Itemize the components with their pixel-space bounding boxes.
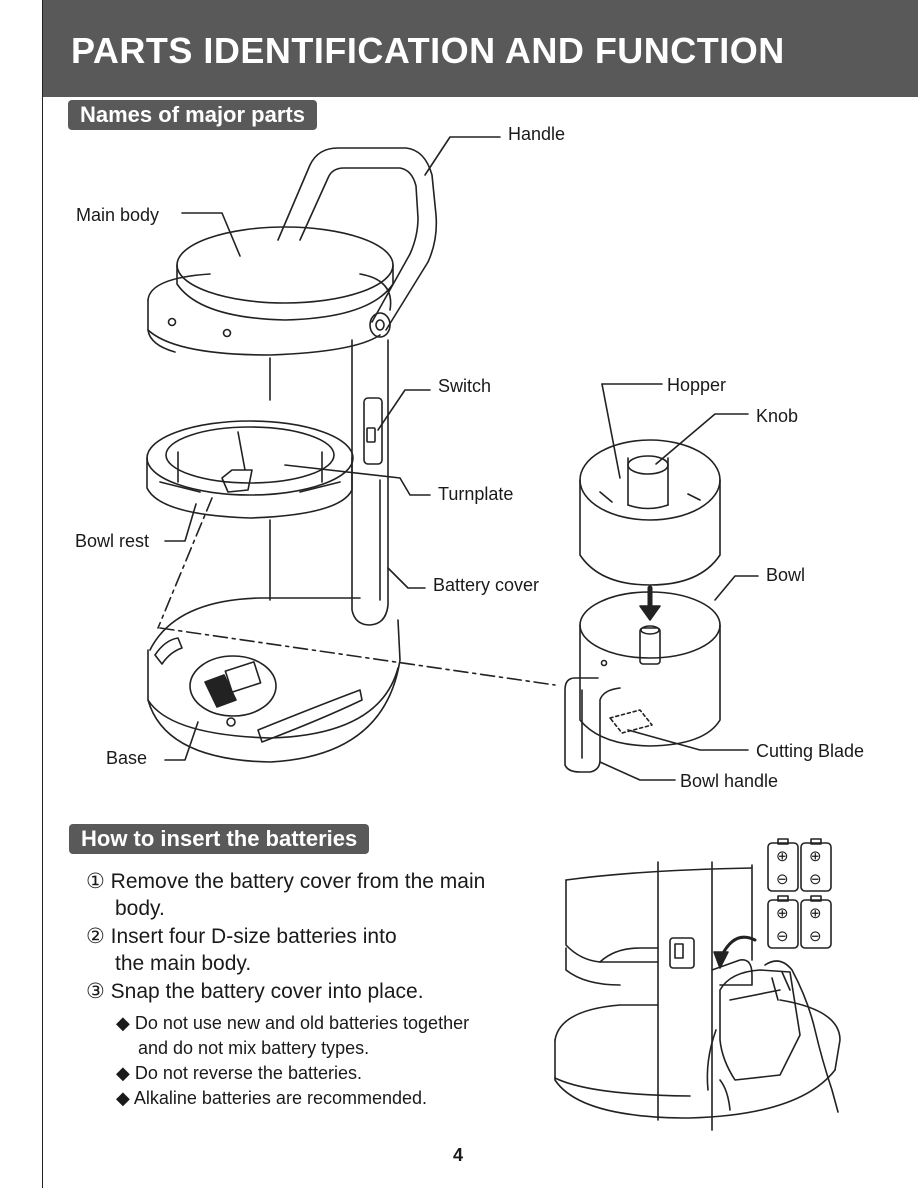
battery-minus-icon: ⊖ [809,871,822,888]
label-switch: Switch [438,376,492,396]
battery-cover-in-hand [706,960,839,1113]
step-marker: ① [86,870,105,893]
step-marker: ③ [86,980,105,1003]
bullet-diamond-icon: ◆ [116,1063,130,1083]
machine-drawing [554,861,841,1131]
step-1: ① Remove the battery cover from the main [86,868,485,895]
step-3: ③ Snap the battery cover into place. [86,978,424,1005]
step-2: ② Insert four D-size batteries into [86,923,397,950]
battery-minus-icon: ⊖ [776,928,789,945]
battery-plus-icon: ⊕ [776,905,789,922]
section-heading-parts: Names of major parts [68,100,317,130]
label-base: Base [106,748,148,768]
bullet-diamond-icon: ◆ [116,1088,130,1108]
step-text: Insert four D-size batteries into [110,925,397,948]
note-1-continued: and do not mix battery types. [138,1038,370,1058]
label-knob: Knob [756,406,799,426]
battery-minus-icon: ⊖ [809,928,822,945]
step-2-continued: the main body. [115,952,252,975]
hopper-drawing [579,439,721,586]
note-3: ◆ Alkaline batteries are recommended. [116,1086,427,1111]
label-main-body: Main body [76,205,160,225]
note-2: ◆ Do not reverse the batteries. [116,1061,362,1086]
page-header: PARTS IDENTIFICATION AND FUNCTION [43,0,918,97]
step-text: Snap the battery cover into place. [110,980,424,1003]
label-handle: Handle [508,124,566,144]
note-text: Alkaline batteries are recommended. [133,1088,428,1108]
label-battery-cover: Battery cover [433,575,540,595]
arrow-icon [713,935,757,969]
battery-plus-icon: ⊕ [809,905,822,922]
step-text: Remove the battery cover from the main [110,870,486,893]
note-text: Do not reverse the batteries. [134,1063,362,1083]
note-text: Do not use new and old batteries togethe… [134,1013,470,1033]
base-drawing [147,597,401,763]
battery-minus-icon: ⊖ [776,871,789,888]
handle-drawing [277,147,438,338]
label-hopper: Hopper [667,375,727,395]
step-1-continued: body. [115,897,165,920]
label-turnplate: Turnplate [438,484,514,504]
label-bowl-rest: Bowl rest [75,531,150,551]
page-number: 4 [453,1145,464,1165]
label-bowl-handle: Bowl handle [680,771,779,791]
main-body-drawing [147,226,394,626]
left-margin-rule [42,0,43,1188]
label-bowl: Bowl [766,565,806,585]
page-title: PARTS IDENTIFICATION AND FUNCTION [71,30,785,71]
bullet-diamond-icon: ◆ [116,1013,130,1033]
section-heading-batteries: How to insert the batteries [69,824,370,854]
step-marker: ② [86,925,105,948]
battery-icons [767,838,832,949]
note-1: ◆ Do not use new and old batteries toget… [116,1011,469,1036]
bowl-drawing [564,591,721,773]
battery-plus-icon: ⊕ [809,848,822,865]
battery-plus-icon: ⊕ [776,848,789,865]
bowl-rest-drawing [146,420,354,519]
label-cutting-blade: Cutting Blade [756,741,865,761]
